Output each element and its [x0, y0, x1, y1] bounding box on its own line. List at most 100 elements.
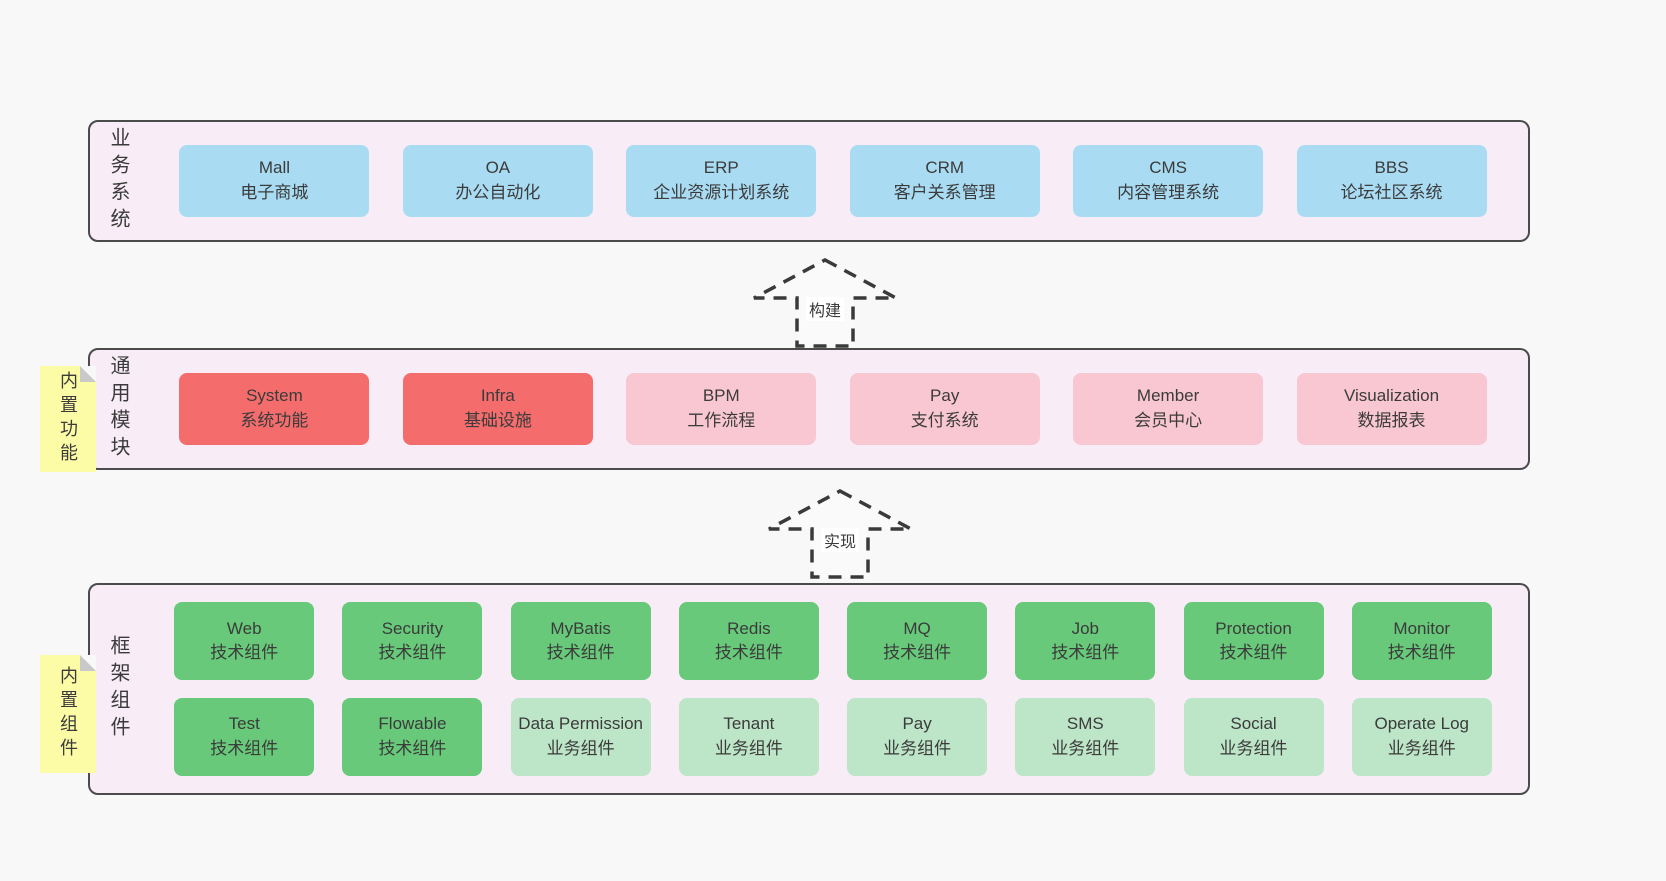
- box-desc: 论坛社区系统: [1340, 183, 1443, 202]
- box-name: ERP: [703, 158, 739, 178]
- component-box-data-permission: Data Permission 业务组件: [510, 697, 651, 776]
- business-box-mall: Mall 电子商城: [179, 145, 370, 217]
- component-box-test: Test 技术组件: [174, 697, 315, 776]
- box-name: Social: [1230, 714, 1277, 734]
- box-name: BBS: [1374, 158, 1409, 178]
- box-name: Job: [1071, 618, 1100, 638]
- box-desc: 技术组件: [378, 738, 447, 758]
- box-name: CRM: [925, 158, 965, 178]
- box-desc: 系统功能: [240, 411, 309, 430]
- box-name: Protection: [1215, 618, 1292, 638]
- box-desc: 业务组件: [714, 738, 783, 758]
- box-name: Pay: [930, 386, 960, 406]
- box-desc: 技术组件: [1219, 643, 1288, 663]
- box-desc: 办公自动化: [455, 183, 541, 202]
- box-name: CMS: [1149, 158, 1187, 178]
- box-name: Mall: [258, 158, 290, 178]
- business-box-oa: OA 办公自动化: [402, 145, 593, 217]
- build-arrow: 构建: [750, 257, 900, 349]
- module-box-visualization: Visualization 数据报表: [1296, 373, 1487, 445]
- component-box-redis: Redis 技术组件: [678, 602, 819, 681]
- component-box-monitor: Monitor 技术组件: [1351, 602, 1492, 681]
- layer-framework-components: 框架组件 Web 技术组件 Security 技术组件 MyBatis 技术组件…: [88, 583, 1530, 795]
- module-box-system: System 系统功能: [179, 373, 370, 445]
- component-box-web: Web 技术组件: [174, 602, 315, 681]
- components-grid: Web 技术组件 Security 技术组件 MyBatis 技术组件 Redi…: [146, 585, 1528, 793]
- layer-modules-side-label-text: 通用模块: [107, 355, 129, 463]
- box-desc: 业务组件: [1219, 738, 1288, 758]
- box-name: Member: [1136, 386, 1200, 406]
- box-desc: 技术组件: [210, 643, 279, 663]
- box-desc: 技术组件: [1387, 643, 1456, 663]
- modules-boxes: System 系统功能 Infra 基础设施 BPM 工作流程 Pay 支付系统…: [146, 350, 1528, 468]
- implement-arrow: 实现: [765, 488, 915, 580]
- box-desc: 技术组件: [883, 643, 952, 663]
- layer-components-side-label-text: 框架组件: [107, 635, 129, 743]
- box-desc: 技术组件: [714, 643, 783, 663]
- box-name: MyBatis: [550, 618, 611, 638]
- build-arrow-label: 构建: [805, 297, 845, 321]
- box-desc: 业务组件: [883, 738, 952, 758]
- box-desc: 技术组件: [1051, 643, 1120, 663]
- component-box-social: Social 业务组件: [1183, 697, 1324, 776]
- business-box-bbs: BBS 论坛社区系统: [1296, 145, 1487, 217]
- box-name: Security: [381, 618, 444, 638]
- box-name: Pay: [902, 714, 932, 734]
- business-boxes: Mall 电子商城 OA 办公自动化 ERP 企业资源计划系统 CRM 客户关系…: [146, 122, 1528, 240]
- box-name: MQ: [903, 618, 931, 638]
- business-box-cms: CMS 内容管理系统: [1073, 145, 1264, 217]
- implement-arrow-label: 实现: [820, 528, 860, 552]
- box-name: SMS: [1066, 714, 1104, 734]
- component-box-protection: Protection 技术组件: [1183, 602, 1324, 681]
- layer-common-modules: 通用模块 System 系统功能 Infra 基础设施 BPM 工作流程 Pay…: [88, 348, 1530, 470]
- component-box-operate-log: Operate Log 业务组件: [1351, 697, 1492, 776]
- box-name: Test: [228, 714, 260, 734]
- box-name: Flowable: [378, 714, 447, 734]
- sticky-note-text: 内置组件: [58, 666, 78, 762]
- box-desc: 支付系统: [910, 411, 979, 430]
- sticky-fold-icon: [80, 366, 96, 382]
- box-name: OA: [485, 158, 511, 178]
- box-desc: 基础设施: [463, 411, 532, 430]
- box-name: Operate Log: [1374, 714, 1469, 734]
- box-name: System: [246, 386, 303, 406]
- box-name: Redis: [727, 618, 771, 638]
- module-box-infra: Infra 基础设施: [402, 373, 593, 445]
- sticky-fold-icon: [80, 655, 96, 671]
- module-box-pay: Pay 支付系统: [849, 373, 1040, 445]
- component-box-flowable: Flowable 技术组件: [342, 697, 483, 776]
- layer-modules-side-label: 通用模块: [90, 350, 146, 468]
- box-name: Monitor: [1393, 618, 1451, 638]
- box-desc: 客户关系管理: [893, 183, 996, 202]
- component-box-sms: SMS 业务组件: [1015, 697, 1156, 776]
- component-box-security: Security 技术组件: [342, 602, 483, 681]
- box-name: Infra: [480, 386, 515, 406]
- box-desc: 业务组件: [1387, 738, 1456, 758]
- layer-components-side-label: 框架组件: [90, 585, 146, 793]
- business-box-erp: ERP 企业资源计划系统: [626, 145, 817, 217]
- business-box-crm: CRM 客户关系管理: [849, 145, 1040, 217]
- box-name: Data Permission: [518, 714, 644, 734]
- box-desc: 技术组件: [546, 643, 615, 663]
- box-desc: 企业资源计划系统: [653, 183, 790, 202]
- box-desc: 工作流程: [687, 411, 756, 430]
- components-row-1: Web 技术组件 Security 技术组件 MyBatis 技术组件 Redi…: [146, 602, 1520, 681]
- layer-business-side-label: 业务系统: [90, 122, 146, 240]
- box-desc: 会员中心: [1134, 411, 1203, 430]
- component-box-mq: MQ 技术组件: [847, 602, 988, 681]
- layer-business-systems: 业务系统 Mall 电子商城 OA 办公自动化 ERP 企业资源计划系统 CRM…: [88, 120, 1530, 242]
- component-box-pay: Pay 业务组件: [847, 697, 988, 776]
- box-desc: 数据报表: [1357, 411, 1426, 430]
- box-desc: 技术组件: [210, 738, 279, 758]
- box-name: BPM: [702, 386, 740, 406]
- box-name: Visualization: [1343, 386, 1440, 406]
- sticky-note-text: 内置功能: [58, 371, 78, 467]
- module-box-member: Member 会员中心: [1073, 373, 1264, 445]
- box-desc: 技术组件: [378, 643, 447, 663]
- box-desc: 电子商城: [240, 183, 309, 202]
- layer-business-side-label-text: 业务系统: [107, 127, 129, 235]
- box-name: Web: [226, 618, 262, 638]
- components-row-2: Test 技术组件 Flowable 技术组件 Data Permission …: [146, 697, 1520, 776]
- component-box-tenant: Tenant 业务组件: [678, 697, 819, 776]
- box-desc: 业务组件: [1051, 738, 1120, 758]
